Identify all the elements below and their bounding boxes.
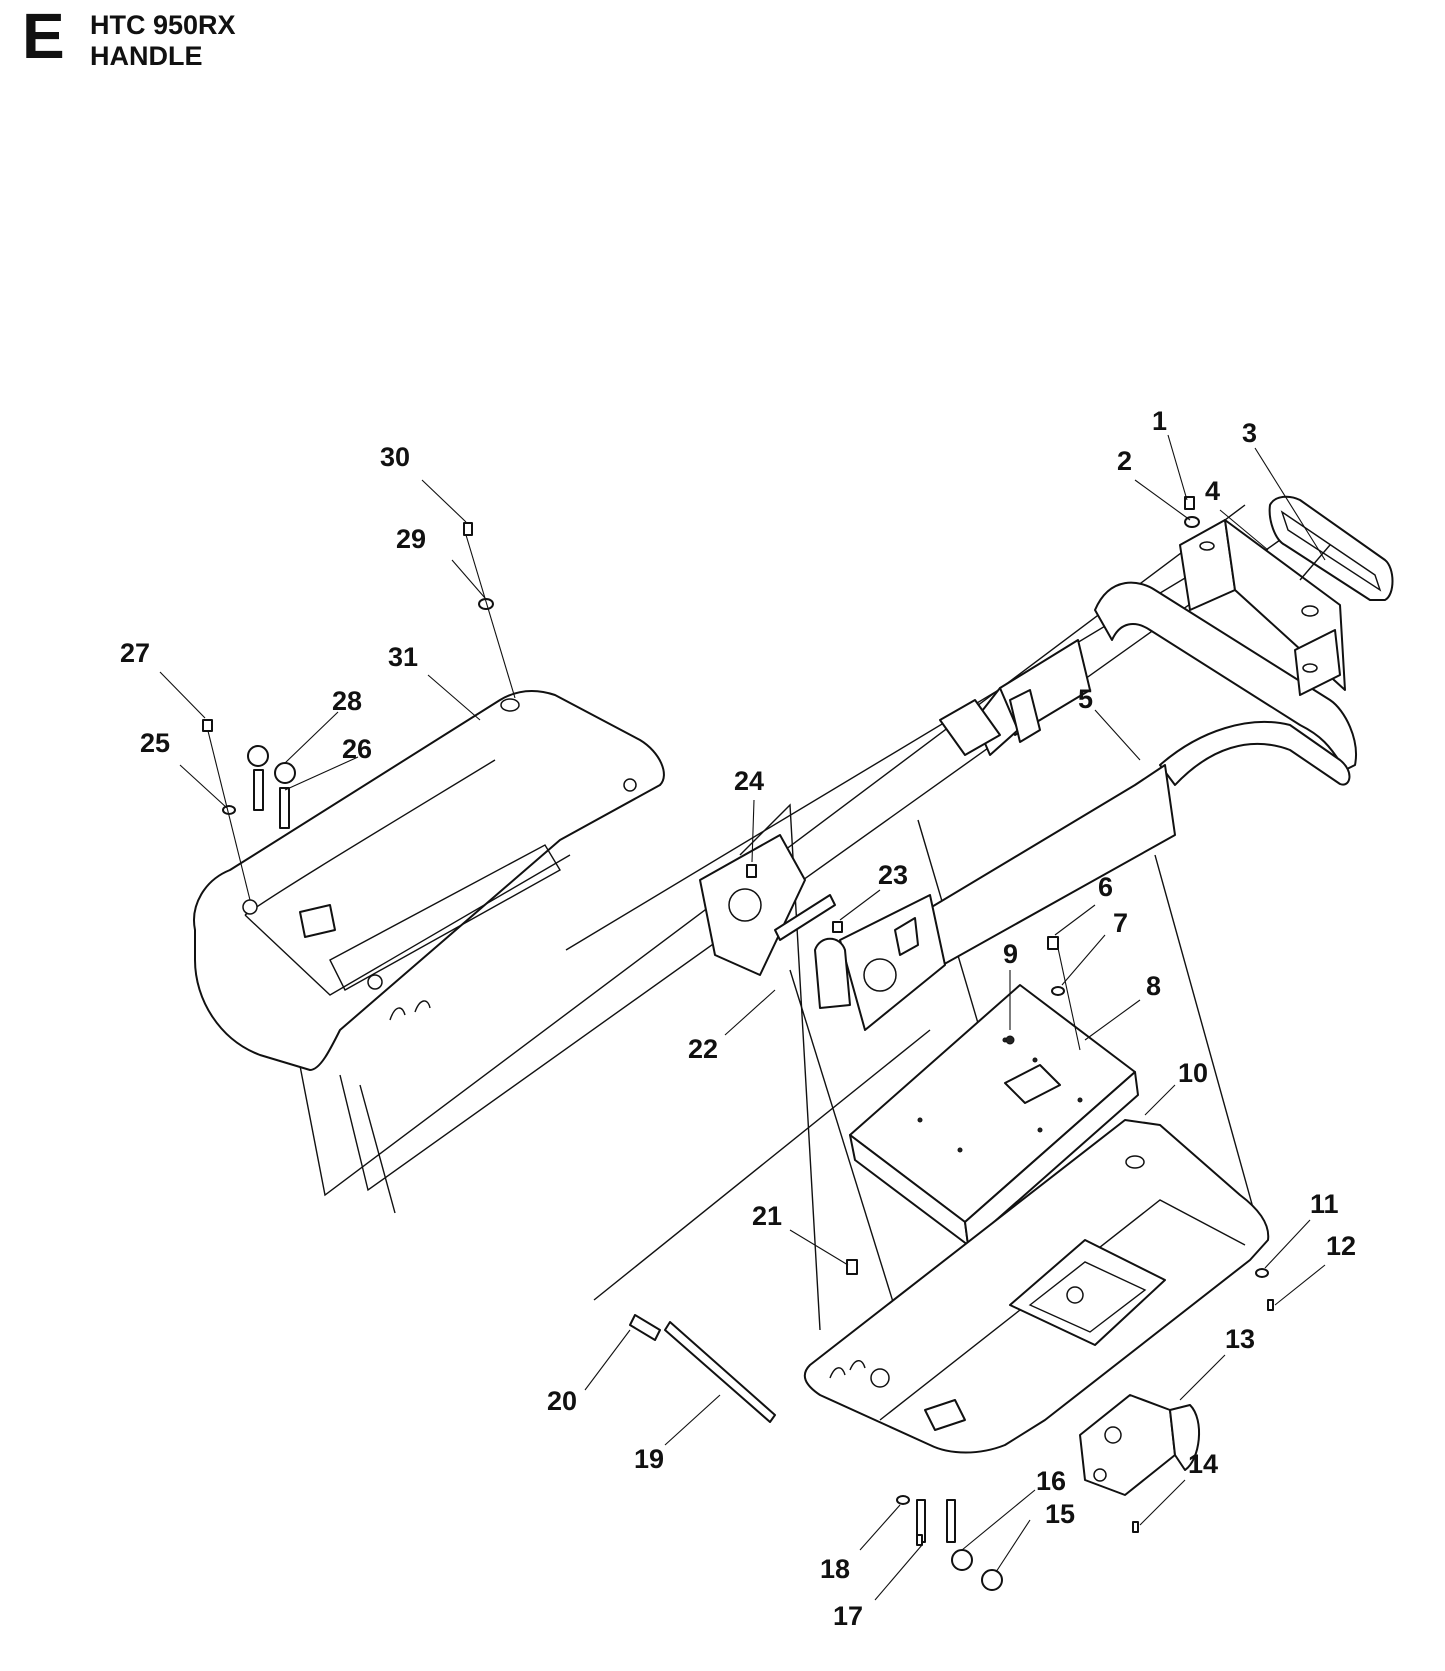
callout-28: 28: [332, 686, 362, 716]
callout-30: 30: [380, 442, 410, 472]
callout-10: 10: [1178, 1058, 1208, 1088]
callout-2: 2: [1117, 446, 1132, 476]
assembly-name: HANDLE: [90, 41, 203, 71]
callout-4: 4: [1205, 476, 1220, 506]
lower-handle-cover: [803, 1119, 1270, 1454]
callout-13: 13: [1225, 1324, 1255, 1354]
callout-22: 22: [688, 1034, 718, 1064]
handle-frame: [699, 581, 1357, 1031]
control-box-bracket: [849, 984, 1139, 1246]
callout-17: 17: [833, 1601, 863, 1631]
callout-14: 14: [1188, 1449, 1218, 1479]
callout-7: 7: [1113, 908, 1128, 938]
callout-29: 29: [396, 524, 426, 554]
leader-lines: [159, 434, 1326, 1601]
callout-16: 16: [1036, 1466, 1066, 1496]
model-name: HTC 950RX: [90, 10, 236, 40]
section-letter: E: [22, 0, 65, 72]
callout-23: 23: [878, 860, 908, 890]
callout-15: 15: [1045, 1499, 1075, 1529]
callout-labels: 1 2 3 4 5 6 7 8 9 10 11 12 13 14 15 16 1…: [120, 406, 1356, 1631]
callout-8: 8: [1146, 971, 1161, 1001]
callout-21: 21: [752, 1201, 782, 1231]
rods-and-shafts: [629, 894, 851, 1423]
callout-31: 31: [388, 642, 418, 672]
callout-19: 19: [634, 1444, 664, 1474]
callout-26: 26: [342, 734, 372, 764]
callout-27: 27: [120, 638, 150, 668]
bracket-and-plate: [1179, 495, 1394, 696]
callout-11: 11: [1310, 1189, 1339, 1219]
upper-handle-cover: [193, 690, 665, 1071]
callout-3: 3: [1242, 418, 1257, 448]
callout-25: 25: [140, 728, 170, 758]
small-hardware: [202, 496, 1274, 1591]
switch-housing: [1079, 1394, 1201, 1496]
callout-6: 6: [1098, 872, 1113, 902]
callout-9: 9: [1003, 939, 1018, 969]
callout-5: 5: [1078, 684, 1093, 714]
callout-20: 20: [547, 1386, 577, 1416]
callout-1: 1: [1152, 406, 1167, 436]
callout-24: 24: [734, 766, 764, 796]
callout-18: 18: [820, 1554, 850, 1584]
callout-12: 12: [1326, 1231, 1356, 1261]
title-block: HTC 950RX HANDLE: [90, 10, 236, 72]
